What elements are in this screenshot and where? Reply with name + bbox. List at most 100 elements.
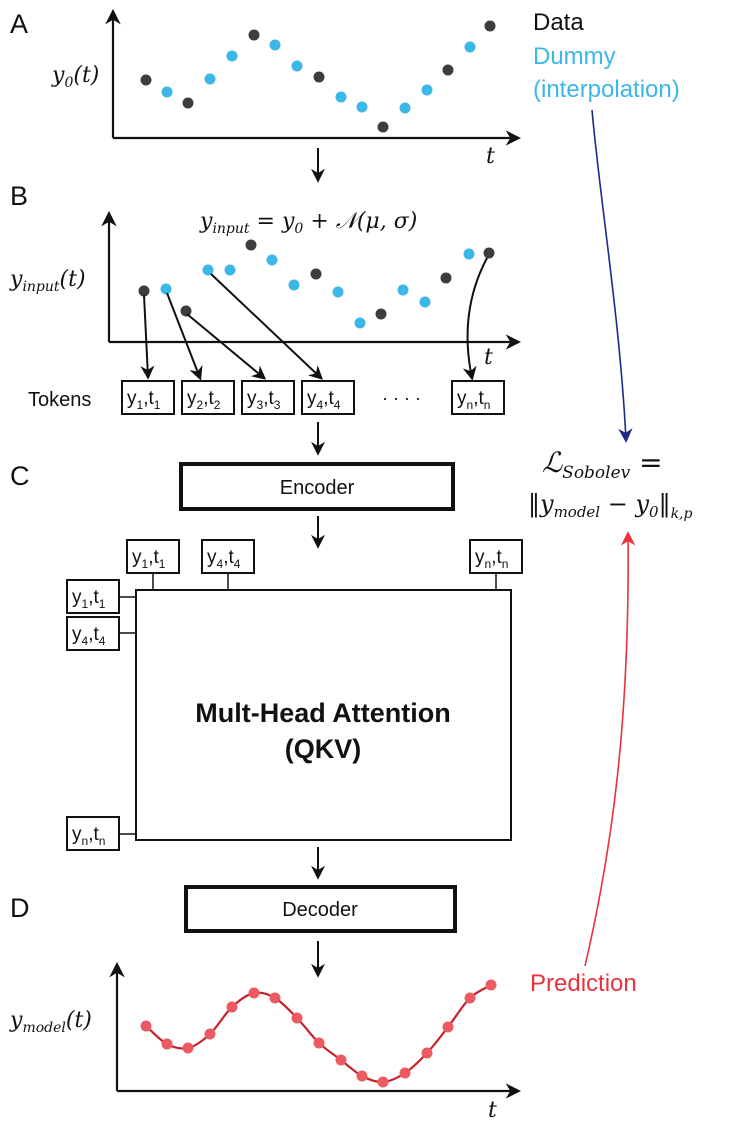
dummy-to-loss-arrow bbox=[591, 109, 633, 443]
dummy-point bbox=[291, 60, 303, 72]
plot-a-points bbox=[140, 20, 496, 133]
noisy-dummy-point bbox=[224, 264, 236, 276]
top-token-1: y1,t1 bbox=[126, 539, 180, 574]
top-token-n: yn,tn bbox=[469, 539, 523, 574]
noisy-data-point bbox=[310, 268, 322, 280]
data-point bbox=[313, 71, 325, 83]
token-text: yn,tn bbox=[457, 388, 490, 412]
dummy-point bbox=[399, 102, 411, 114]
dummy-point bbox=[269, 39, 281, 51]
prediction-point bbox=[421, 1047, 433, 1059]
plot-b: yinput(t) t yinput = y0 + 𝒩(μ, σ) bbox=[9, 209, 522, 381]
token-text: y4,t4 bbox=[207, 547, 241, 571]
sobolev-loss: ℒSobolev = ‖ymodel − y0‖k,p bbox=[528, 446, 693, 522]
token-row: y1,t1 y2,t2 y3,t3 y4,t4 · · · · yn,tn bbox=[121, 380, 505, 415]
noisy-dummy-point bbox=[419, 296, 431, 308]
noise-equation: yinput = y0 + 𝒩(μ, σ) bbox=[199, 209, 417, 237]
legend-prediction: Prediction bbox=[530, 970, 637, 997]
token-1: y1,t1 bbox=[121, 380, 175, 415]
panel-label-d: D bbox=[10, 893, 30, 923]
token-text: y3,t3 bbox=[247, 388, 281, 412]
noisy-dummy-point bbox=[463, 248, 475, 260]
prediction-to-loss-arrow bbox=[584, 531, 636, 967]
prediction-point bbox=[226, 1001, 238, 1013]
dummy-point bbox=[204, 73, 216, 85]
prediction-point bbox=[377, 1076, 389, 1088]
left-token-n: yn,tn bbox=[66, 816, 120, 851]
prediction-point bbox=[485, 979, 497, 991]
panel-label-b: B bbox=[10, 181, 28, 211]
dummy-point bbox=[464, 41, 476, 53]
dummy-point bbox=[335, 91, 347, 103]
token-box bbox=[181, 380, 235, 415]
noisy-dummy-point bbox=[397, 284, 409, 296]
loss-line-1: ℒSobolev = bbox=[542, 446, 663, 483]
data-point bbox=[484, 20, 496, 32]
token-text: y4,t4 bbox=[72, 624, 106, 648]
noisy-dummy-point bbox=[332, 286, 344, 298]
token-n: yn,tn bbox=[451, 380, 505, 415]
token-2: y2,t2 bbox=[181, 380, 235, 415]
token-3: y3,t3 bbox=[241, 380, 295, 415]
data-point bbox=[182, 97, 194, 109]
prediction-point bbox=[182, 1042, 194, 1054]
noisy-dummy-point bbox=[354, 317, 366, 329]
encoder-label: Encoder bbox=[280, 477, 355, 499]
noisy-dummy-point bbox=[288, 279, 300, 291]
noisy-dummy-point bbox=[160, 283, 172, 295]
token-text: y2,t2 bbox=[187, 388, 221, 412]
prediction-point bbox=[161, 1038, 173, 1050]
prediction-point bbox=[464, 992, 476, 1004]
prediction-point bbox=[269, 992, 281, 1004]
plot-d-ylabel: ymodel(t) bbox=[9, 1008, 92, 1036]
data-point bbox=[442, 64, 454, 76]
token-box bbox=[66, 579, 120, 614]
top-token-4: y4,t4 bbox=[201, 539, 255, 574]
dummy-point bbox=[161, 86, 173, 98]
noisy-data-point bbox=[375, 308, 387, 320]
token-text: yn,tn bbox=[72, 824, 105, 848]
plot-b-points bbox=[138, 239, 495, 329]
decoder-label: Decoder bbox=[282, 899, 358, 921]
loss-line-2: ‖ymodel − y0‖k,p bbox=[528, 490, 693, 522]
prediction-point bbox=[204, 1028, 216, 1040]
token-arrow-n bbox=[462, 257, 488, 381]
prediction-point bbox=[335, 1054, 347, 1066]
token-box bbox=[126, 539, 180, 574]
encoder-box bbox=[179, 462, 455, 511]
token-arrow-1 bbox=[140, 294, 155, 380]
panel-label-c: C bbox=[10, 461, 30, 491]
token-box bbox=[121, 380, 175, 415]
dummy-point bbox=[226, 50, 238, 62]
data-point bbox=[248, 29, 260, 41]
prediction-point bbox=[356, 1070, 368, 1082]
plot-b-ylabel: yinput(t) bbox=[9, 267, 86, 295]
token-4: y4,t4 bbox=[301, 380, 355, 415]
noisy-data-point bbox=[245, 239, 257, 251]
decoder-box bbox=[184, 885, 457, 933]
prediction-point bbox=[140, 1020, 152, 1032]
token-box bbox=[301, 380, 355, 415]
noisy-data-point bbox=[138, 285, 150, 297]
panel-label-a: A bbox=[10, 9, 28, 39]
token-arrow-3 bbox=[186, 313, 267, 380]
token-box bbox=[451, 380, 505, 415]
token-box bbox=[66, 616, 120, 651]
token-arrow-4 bbox=[210, 273, 324, 380]
prediction-point bbox=[291, 1012, 303, 1024]
prediction-curve bbox=[145, 984, 492, 1084]
plot-b-xlabel: t bbox=[484, 345, 493, 370]
noisy-dummy-point bbox=[202, 264, 214, 276]
token-text: y4,t4 bbox=[307, 388, 341, 412]
token-arrow-2 bbox=[166, 292, 203, 381]
plot-a-xlabel: t bbox=[486, 144, 495, 169]
plot-d-points bbox=[140, 979, 497, 1088]
left-token-1: y1,t1 bbox=[66, 579, 120, 614]
plot-d: ymodel(t) t bbox=[9, 961, 522, 1123]
token-box bbox=[201, 539, 255, 574]
prediction-point bbox=[248, 987, 260, 999]
legend-dummy-sub: (interpolation) bbox=[533, 76, 680, 103]
prediction-point bbox=[399, 1067, 411, 1079]
dummy-point bbox=[356, 101, 368, 113]
